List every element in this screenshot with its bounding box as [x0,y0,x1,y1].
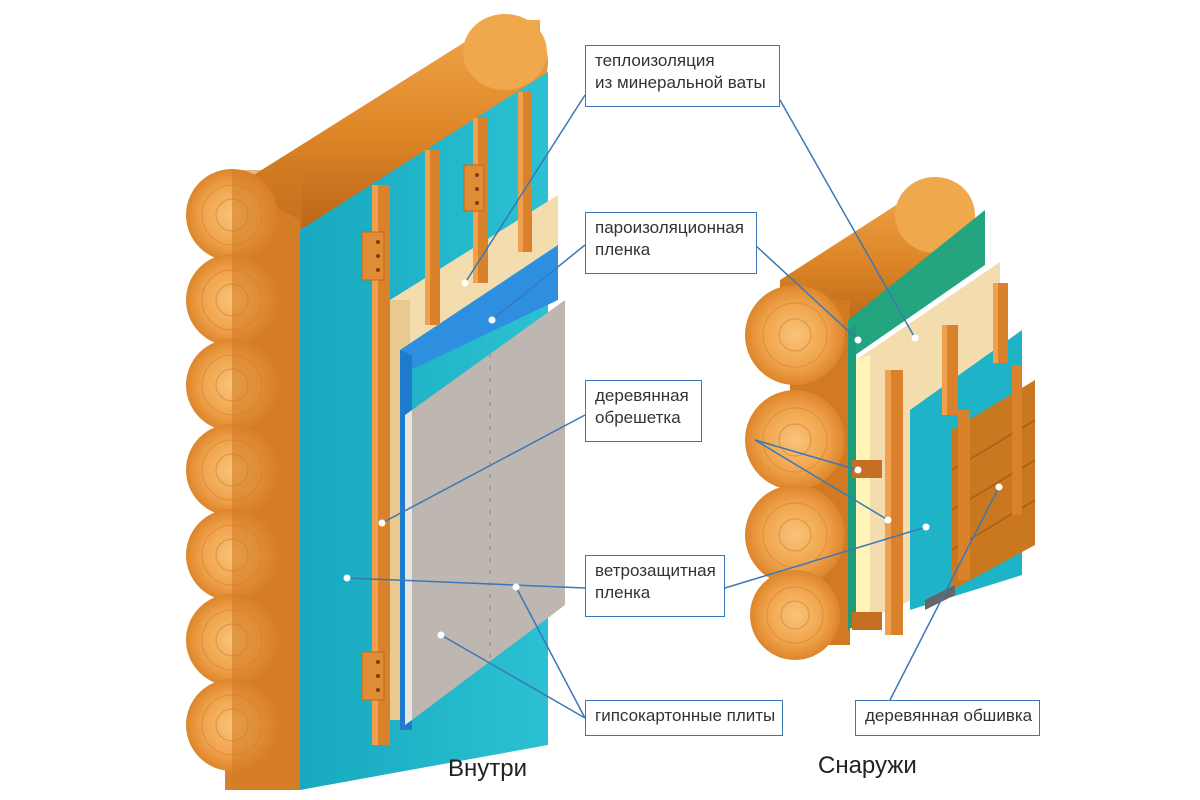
label-drywall-line1: гипсокартонные плиты [595,705,773,727]
label-vapor-barrier-line1: пароизоляционная [595,217,747,239]
label-battens-line2: обрешетка [595,407,692,429]
label-insulation-line1: теплоизоляция [595,50,770,72]
label-battens-line1: деревянная [595,385,692,407]
label-wind-barrier-line2: пленка [595,582,715,604]
label-battens: деревянная обрешетка [585,380,702,442]
caption-outside: Снаружи [818,752,917,780]
label-wind-barrier: ветрозащитная пленка [585,555,725,617]
left-log-ends [186,169,302,790]
caption-inside: Внутри [448,755,527,783]
label-drywall: гипсокартонные плиты [585,700,783,736]
label-insulation-line2: из минеральной ваты [595,72,770,94]
label-wind-barrier-line1: ветрозащитная [595,560,715,582]
label-cladding-line1: деревянная обшивка [865,705,1030,727]
label-cladding: деревянная обшивка [855,700,1040,736]
label-insulation: теплоизоляция из минеральной ваты [585,45,780,107]
label-vapor-barrier-line2: пленка [595,239,747,261]
label-vapor-barrier: пароизоляционная пленка [585,212,757,274]
